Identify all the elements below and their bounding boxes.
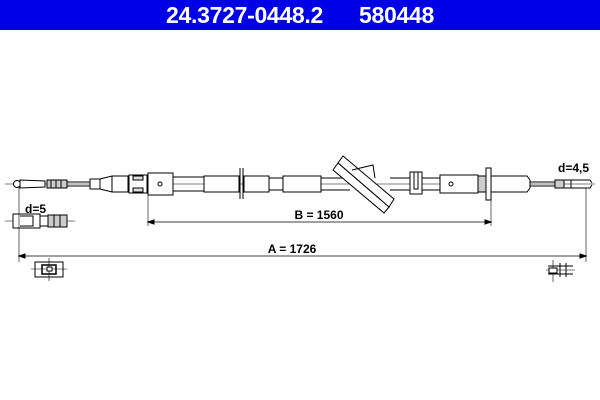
- dimension-b-label: B = 1560: [294, 208, 343, 222]
- right-diameter-label: d=4,5: [558, 161, 589, 175]
- part-number: 24.3727-0448.2: [166, 1, 323, 28]
- reference-number: 580448: [359, 1, 434, 28]
- left-diameter-label: d=5: [25, 202, 46, 216]
- title-bar: 24.3727-0448.2 580448: [0, 0, 600, 30]
- dimension-a-label: A = 1726: [268, 242, 317, 256]
